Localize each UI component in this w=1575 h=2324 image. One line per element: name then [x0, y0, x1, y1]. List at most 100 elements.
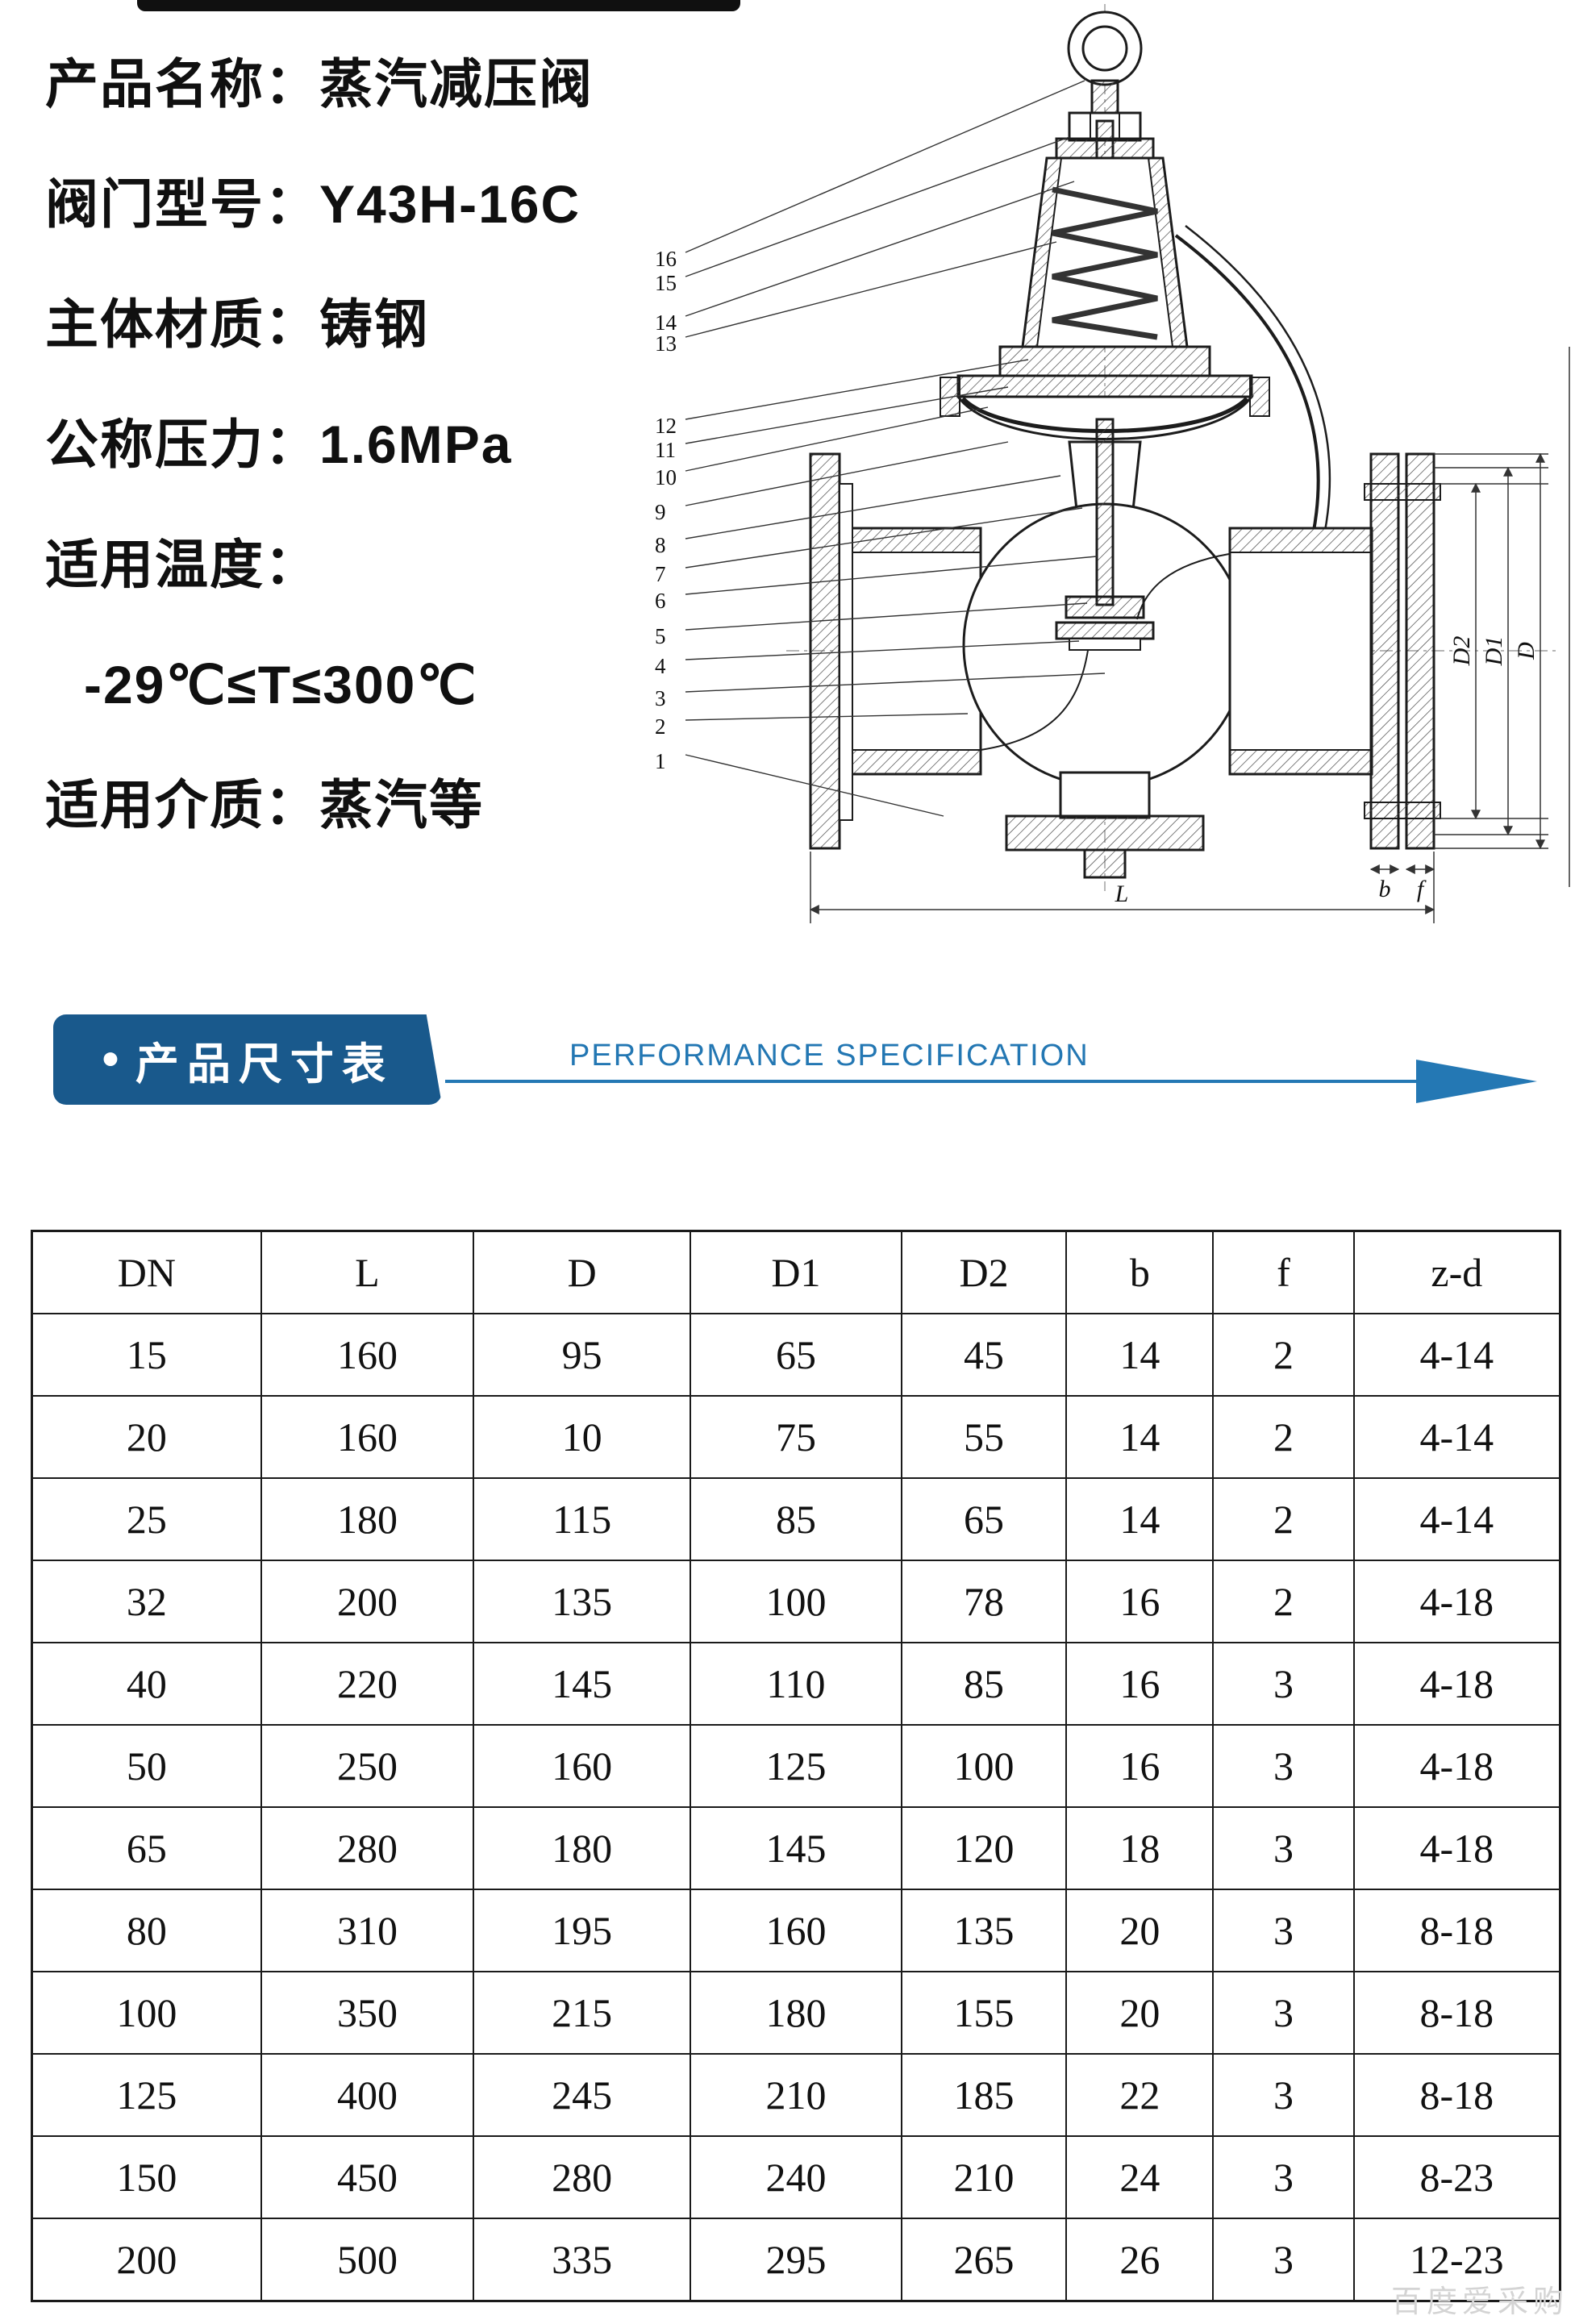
valve-seat [1055, 621, 1155, 640]
dim-label-l: L [1115, 881, 1129, 907]
table-cell: 145 [690, 1806, 902, 1890]
table-cell: 16 [1065, 1560, 1215, 1643]
table-cell: 120 [900, 1806, 1068, 1890]
table-cell: 22 [1065, 2053, 1215, 2137]
table-header-cell: D [473, 1230, 692, 1314]
valve-body [838, 418, 1373, 788]
temperature-label-line: 适用温度： [45, 535, 319, 594]
table-cell: 3 [1212, 1724, 1355, 1808]
part-number-label: 15 [655, 271, 677, 295]
part-number-label: 5 [655, 624, 666, 648]
table-cell: 8-23 [1352, 2135, 1561, 2219]
banner-title-en: PERFORMANCE SPECIFICATION [569, 1039, 1090, 1072]
bottom-flange [1005, 771, 1205, 879]
table-cell: 210 [900, 2135, 1068, 2219]
table-cell: 65 [690, 1313, 902, 1397]
medium-line: 适用介质：蒸汽等 [45, 775, 484, 835]
table-cell: 4-18 [1352, 1724, 1561, 1808]
table-cell: 160 [260, 1395, 475, 1479]
part-number-label: 16 [655, 247, 677, 271]
table-cell: 240 [690, 2135, 902, 2219]
table-cell: 115 [473, 1477, 692, 1561]
table-cell: 200 [260, 1560, 475, 1643]
table-cell: 2 [1212, 1477, 1355, 1561]
table-cell: 160 [690, 1889, 902, 1972]
table-cell: 335 [473, 2218, 692, 2302]
part-number-label: 8 [655, 533, 666, 557]
part-number-label: 13 [655, 331, 677, 356]
table-cell: 4-18 [1352, 1560, 1561, 1643]
table-cell: 55 [900, 1395, 1068, 1479]
part-leader-line [685, 136, 1070, 277]
table-cell: 95 [473, 1313, 692, 1397]
table-cell: 14 [1065, 1395, 1215, 1479]
table-cell: 24 [1065, 2135, 1215, 2219]
table-cell: 18 [1065, 1806, 1215, 1890]
table-cell: 15 [31, 1313, 262, 1397]
table-cell: 25 [31, 1477, 262, 1561]
part-leader-line [685, 507, 1083, 569]
part-number-label: 1 [655, 749, 666, 773]
part-number-label: 14 [655, 310, 677, 335]
table-cell: 14 [1065, 1477, 1215, 1561]
table-cell: 16 [1065, 1642, 1215, 1726]
part-leader-lines [685, 80, 1106, 817]
table-cell: 220 [260, 1642, 475, 1726]
table-cell: 280 [473, 2135, 692, 2219]
part-number-label: 12 [655, 414, 677, 438]
table-cell: 50 [31, 1724, 262, 1808]
table-cell: 400 [260, 2053, 475, 2137]
table-cell: 45 [900, 1313, 1068, 1397]
part-number-label: 9 [655, 500, 666, 524]
part-leader-line [685, 475, 1061, 539]
part-leader-line [685, 602, 1088, 631]
table-cell: 2 [1212, 1313, 1355, 1397]
table-cell: 150 [31, 2135, 262, 2219]
dim-label-d1: D1 [1481, 636, 1507, 667]
dim-label-b: b [1379, 876, 1391, 902]
table-cell: 450 [260, 2135, 475, 2219]
table-cell: 145 [473, 1642, 692, 1726]
table-cell: 8-18 [1352, 1971, 1561, 2055]
table-header-cell: z-d [1352, 1230, 1561, 1314]
table-cell: 195 [473, 1889, 692, 1972]
table-cell: 26 [1065, 2218, 1215, 2302]
table-cell: 135 [473, 1560, 692, 1643]
pressure-line: 公称压力：1.6MPa [45, 414, 513, 474]
valve-model-line: 阀门型号：Y43H-16C [45, 174, 581, 234]
table-cell: 20 [1065, 1889, 1215, 1972]
table-cell: 16 [1065, 1724, 1215, 1808]
table-cell: 85 [690, 1477, 902, 1561]
table-cell: 65 [900, 1477, 1068, 1561]
table-cell: 85 [900, 1642, 1068, 1726]
part-leader-line [685, 441, 1009, 506]
part-number-label: 10 [655, 465, 677, 489]
table-cell: 180 [260, 1477, 475, 1561]
table-cell: 3 [1212, 1642, 1355, 1726]
table-cell: 155 [900, 1971, 1068, 2055]
table-cell: 100 [900, 1724, 1068, 1808]
product-info-block: 产品名称：蒸汽减压阀 阀门型号：Y43H-16C 主体材质：铸钢 公称压力：1.… [45, 24, 594, 865]
table-header-cell: L [260, 1230, 475, 1314]
table-cell: 40 [31, 1642, 262, 1726]
part-number-label: 4 [655, 654, 666, 678]
table-cell: 100 [690, 1560, 902, 1643]
part-leader-line [685, 713, 969, 721]
table-cell: 8-18 [1352, 1889, 1561, 1972]
table-cell: 75 [690, 1395, 902, 1479]
part-number-label: 6 [655, 589, 666, 613]
valve-disc [1065, 595, 1145, 619]
table-cell: 3 [1212, 2135, 1355, 2219]
body-material-line: 主体材质：铸钢 [45, 294, 429, 354]
